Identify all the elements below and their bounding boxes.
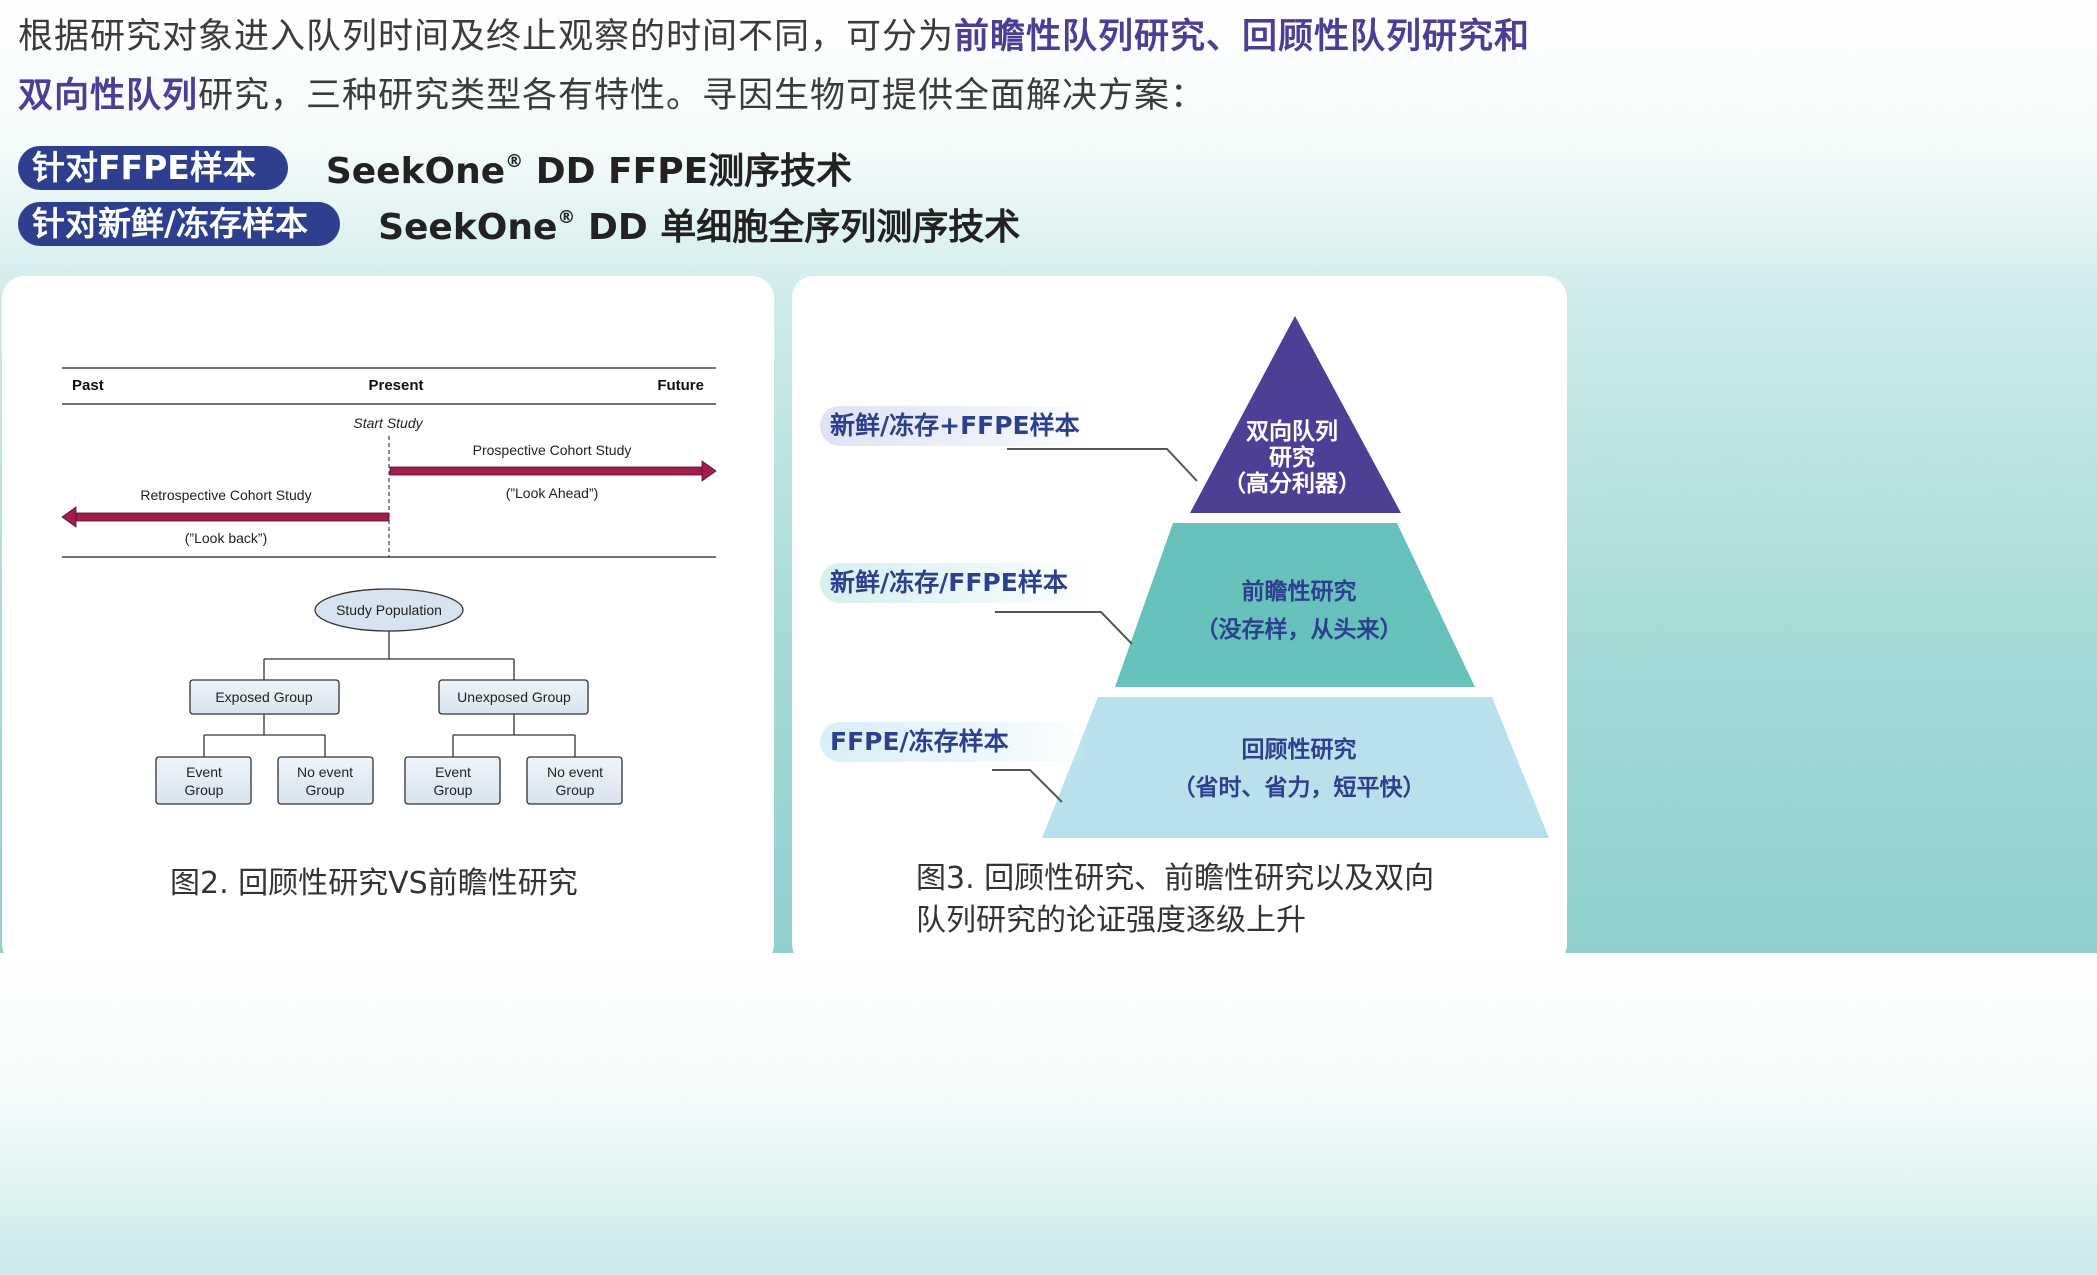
tree-connectors [203,631,576,757]
label-present: Present [368,377,423,394]
registered-mark: ® [557,207,576,228]
retrospective-arrow-head [61,506,77,528]
tier-label-top: 新鲜/冻存+FFPE样本 [820,406,1090,446]
figure-2-panel: Past Present Future Start Study Prospect… [2,276,774,966]
tech-name: DD 单细胞全序列测序技术 [575,207,1021,248]
leader-line-bottom [992,769,1063,803]
intro-paragraph: 根据研究对象进入队列时间及终止观察的时间不同，可分为前瞻性队列研究、回顾性队列研… [18,8,1558,126]
retrospective-title: Retrospective Cohort Study [140,487,311,503]
event-label: Event [435,764,471,780]
pyramid-tier-middle [1115,523,1475,687]
study-population-label: Study Population [336,602,442,618]
tier-middle-title: 前瞻性研究 [1242,578,1357,605]
brand-name: SeekOne [378,207,558,248]
tier-top-subtitle: 研究 [1269,444,1315,471]
intro-text-end: 研究，三种研究类型各有特性。寻因生物可提供全面解决方案： [198,76,1207,116]
figure-3-caption-line2: 队列研究的论证强度逐级上升 [916,903,1306,938]
figure-3-panel: 双向队列 研究 （高分利器） 前瞻性研究 （没存样，从头来） 回顾性研究 （省时… [792,276,1567,966]
tier-middle-note: （没存样，从头来） [1196,616,1403,643]
leader-line-top [1007,448,1198,482]
tier-bottom-note: （省时、省力，短平快） [1173,774,1426,801]
tier-label-bottom: FFPE/冻存样本 [820,722,1090,762]
group-label: Group [556,782,595,798]
prospective-subtitle: (”Look Ahead”) [506,485,599,501]
tier-top-note: （高分利器） [1223,470,1361,497]
retrospective-subtitle: (”Look back”) [185,530,267,546]
group-label: Group [434,782,473,798]
solution-ffpe: 针对FFPE样本 SeekOne® DD FFPE测序技术 [18,142,852,194]
tier-label-middle: 新鲜/冻存/FFPE样本 [820,563,1090,603]
group-label: Group [185,782,224,798]
study-population-node [314,588,464,632]
brand-name: SeekOne [325,151,506,192]
intro-highlight: 前瞻性队列研究、回顾性队列研究和双向性队列 [18,17,1531,116]
label-start-study: Start Study [353,415,423,431]
exposed-group-node [189,679,340,715]
solution-tag: 针对新鲜/冻存样本 [18,202,341,246]
tier-bottom-title: 回顾性研究 [1242,736,1357,763]
event-label: Event [186,764,222,780]
solution-tag: 针对FFPE样本 [18,146,288,190]
unexposed-group-node [438,679,589,715]
leader-line-middle [995,611,1133,645]
pyramid-tier-bottom [1042,697,1549,838]
label-future: Future [657,377,704,394]
pyramid-tier-top [1190,316,1401,513]
solution-fresh: 针对新鲜/冻存样本 SeekOne® DD 单细胞全序列测序技术 [18,198,1020,250]
no-event-group-node [277,756,374,805]
cohort-diagram: Past Present Future Start Study Prospect… [61,367,717,805]
label-past: Past [72,377,104,394]
no-event-label: No event [297,764,353,780]
group-label: Group [306,782,345,798]
solution-tech: SeekOne® DD FFPE测序技术 [326,142,852,194]
exposed-group-label: Exposed Group [215,689,312,705]
event-group-node [404,756,501,805]
solution-tech: SeekOne® DD 单细胞全序列测序技术 [378,198,1020,250]
prospective-arrow-shaft [389,466,703,476]
tier-top-title: 双向队列 [1246,418,1338,445]
no-event-label: No event [547,764,603,780]
unexposed-group-label: Unexposed Group [457,689,571,705]
prospective-arrow-head [701,460,717,482]
intro-text: 根据研究对象进入队列时间及终止观察的时间不同，可分为 [18,17,955,57]
event-group-node [155,756,252,805]
prospective-title: Prospective Cohort Study [473,442,632,458]
retrospective-arrow-shaft [75,512,390,522]
no-event-group-node [526,756,623,805]
evidence-pyramid: 双向队列 研究 （高分利器） 前瞻性研究 （没存样，从头来） 回顾性研究 （省时… [992,316,1549,838]
registered-mark: ® [505,151,524,172]
figure-3-caption: 图3. 回顾性研究、前瞻性研究以及双向 队列研究的论证强度逐级上升 [916,858,1536,942]
figure-3-caption-line1: 图3. 回顾性研究、前瞻性研究以及双向 [916,861,1435,896]
tech-name: DD FFPE测序技术 [523,151,853,192]
figure-2-caption: 图2. 回顾性研究VS前瞻性研究 [170,866,578,901]
